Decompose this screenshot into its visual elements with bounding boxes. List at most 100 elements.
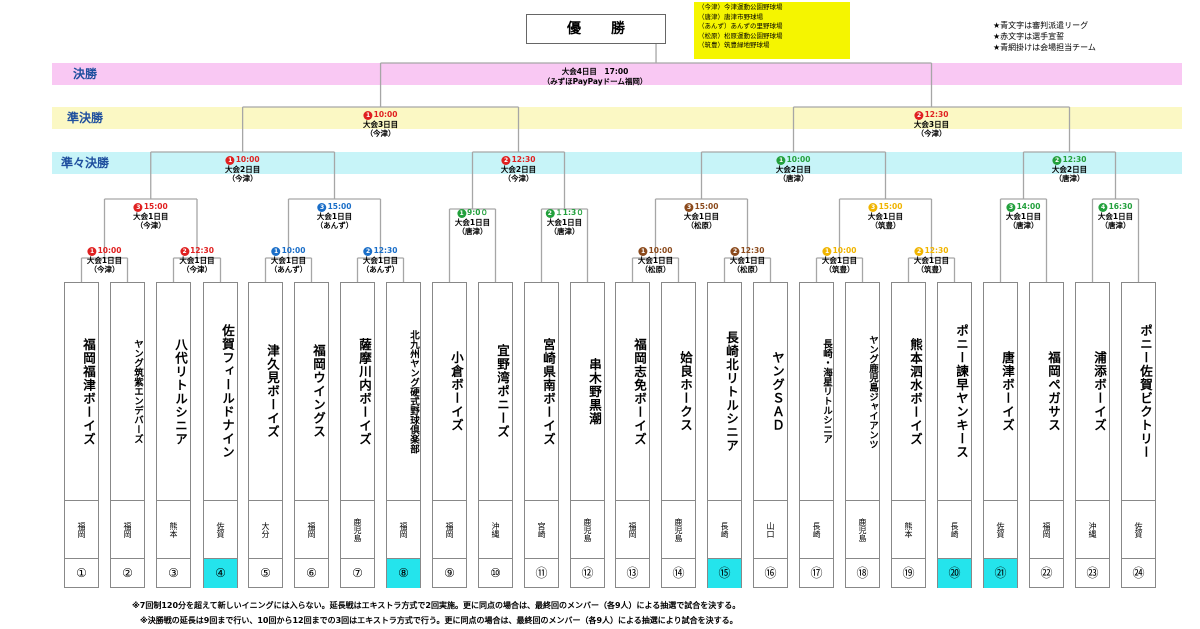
team-prefecture: 沖縄 bbox=[1076, 500, 1109, 559]
team-number: ⑭ bbox=[662, 558, 695, 588]
match-day: 大会1日目 bbox=[913, 255, 950, 265]
team-prefecture: 宮崎 bbox=[525, 500, 558, 559]
team-prefecture: 佐賀 bbox=[204, 500, 237, 559]
team-prefecture: 福岡 bbox=[111, 500, 144, 559]
team-name: 小倉ボーイズ bbox=[449, 351, 464, 432]
match-day: 大会3日目 bbox=[362, 119, 399, 129]
match-time-text: 10:00 bbox=[97, 246, 122, 255]
team-number: ⑯ bbox=[754, 558, 787, 588]
legend-item: ★青文字は審判派遣リーグ bbox=[993, 21, 1089, 30]
venue-item: （筑豊）筑豊緑地野球場 bbox=[698, 41, 770, 49]
match-number-badge: 2 bbox=[545, 208, 555, 218]
team-number: ② bbox=[111, 558, 144, 588]
champion-box: 優勝 bbox=[526, 14, 666, 44]
team-number: ⑩ bbox=[479, 558, 512, 588]
match-day: 大会2日目 bbox=[1051, 164, 1088, 174]
team-name: 福岡ペガサス bbox=[1046, 351, 1061, 432]
match-time-text: 12:30 bbox=[190, 246, 214, 255]
match-day: 大会1日目 bbox=[316, 211, 353, 221]
team-number: ⑪ bbox=[525, 558, 558, 588]
match-day: 大会2日目 bbox=[500, 164, 537, 174]
rule-note: ※決勝戦の延長は9回まで行い、10回から12回までの3回はエキストラ方式で行う。… bbox=[140, 616, 738, 625]
final-match-label: 大会4日目 17:00 （みずほPayPayドーム福岡） bbox=[543, 67, 648, 86]
match-day: 大会1日目 bbox=[683, 211, 720, 221]
match-number-badge: 2 bbox=[914, 246, 924, 256]
match-venue: （唐津） bbox=[1100, 221, 1131, 230]
team-number: ⑫ bbox=[571, 558, 604, 588]
team-number: ⑬ bbox=[616, 558, 649, 588]
team-name: 姶良ホークス bbox=[678, 351, 693, 432]
team-name: 宮崎県南ボーイズ bbox=[541, 337, 556, 446]
team-name: 唐津ボーイズ bbox=[1000, 351, 1015, 432]
team-name: 福岡ウイングス bbox=[311, 344, 326, 439]
team-number: ⑨ bbox=[433, 558, 466, 588]
match-time-text: 16:30 bbox=[1108, 202, 1133, 211]
match-number-badge: 2 bbox=[180, 246, 190, 256]
match-number-badge: 2 bbox=[914, 110, 924, 120]
team-name: 長崎北リトルシニア bbox=[724, 330, 739, 453]
team-number: ㉓ bbox=[1076, 558, 1109, 588]
match-venue: （松原） bbox=[732, 265, 763, 274]
match-day: 大会1日目 bbox=[86, 255, 123, 265]
semifinal-round-label: 準決勝 bbox=[66, 111, 103, 125]
team-number: ⑦ bbox=[341, 558, 374, 588]
match-time-text: 15:00 bbox=[143, 202, 168, 211]
match-number-badge: 1 bbox=[87, 246, 97, 256]
team-number: ⑲ bbox=[892, 558, 925, 588]
venue-item: （今津）今津運動公園野球場 bbox=[698, 3, 783, 11]
match-venue: （あんず） bbox=[361, 265, 400, 274]
match-venue: （あんず） bbox=[269, 265, 308, 274]
team-name: 八代リトルシニア bbox=[173, 337, 188, 446]
team-name: ヤング鹿児島ジャイアンツ bbox=[867, 334, 878, 449]
venue-item: （松原）松原運動公園野球場 bbox=[698, 31, 783, 40]
team-name: 薩摩川内ボーイズ bbox=[357, 337, 372, 446]
team-name: ポニー佐賀ビクトリー bbox=[1138, 324, 1153, 459]
match-venue: （今津） bbox=[227, 174, 258, 183]
team-prefecture: 佐賀 bbox=[1122, 500, 1155, 559]
match-time-text: 15:00 bbox=[878, 202, 903, 211]
match-time-text: 15:00 bbox=[694, 202, 719, 211]
team-number: ⑤ bbox=[249, 558, 282, 588]
match-day: 大会1日目 bbox=[1005, 211, 1042, 221]
match-venue: （今津） bbox=[182, 265, 212, 274]
match-time-text: 10:00 bbox=[832, 246, 857, 255]
match-time-text: 15:00 bbox=[327, 202, 352, 211]
team-prefecture: 福岡 bbox=[616, 500, 649, 559]
match-day: 大会2日目 bbox=[775, 164, 812, 174]
match-venue: （筑豊） bbox=[824, 265, 855, 274]
match-day: 大会1日目 bbox=[270, 255, 307, 265]
match-number-badge: 3 bbox=[317, 202, 327, 212]
team-prefecture: 鹿児島 bbox=[571, 500, 604, 559]
match-day: 大会1日目 bbox=[637, 255, 674, 265]
match-time-text: 10:00 bbox=[648, 246, 673, 255]
team-name: 福岡志免ボーイズ bbox=[632, 337, 647, 446]
